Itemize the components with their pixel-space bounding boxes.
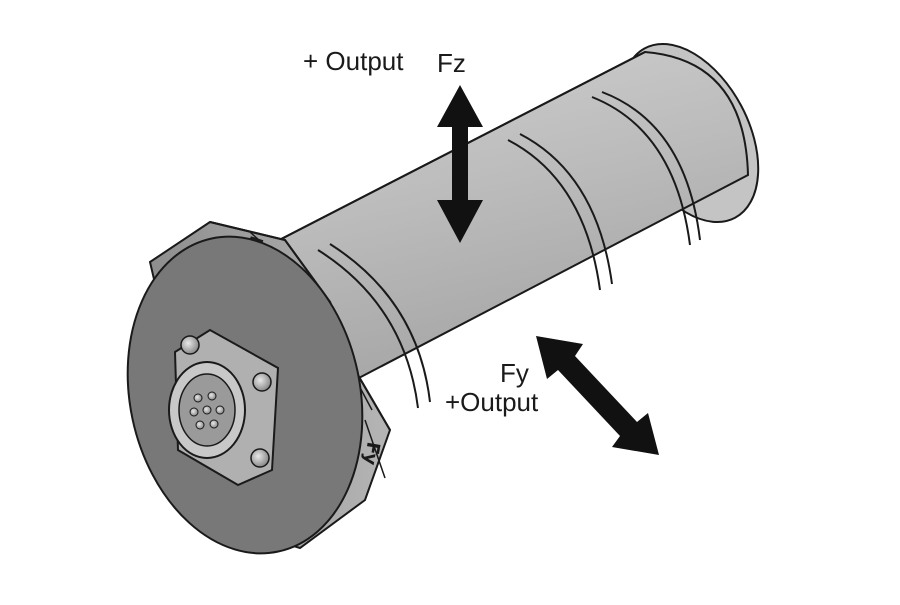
groove-1 <box>317 249 419 409</box>
fz-output-label: + Output <box>303 46 404 76</box>
groove-5 <box>591 96 691 246</box>
fy-arrow <box>536 336 659 455</box>
connector-pin <box>215 405 225 415</box>
fy-output-label: +Output <box>445 387 539 417</box>
groove-4 <box>519 133 613 285</box>
fy-label: Fy <box>500 358 529 388</box>
connector <box>168 328 280 487</box>
groove-3 <box>507 139 601 291</box>
connector-screw <box>252 372 272 392</box>
connector-pin <box>207 391 217 401</box>
flange-mark-fy: Fy <box>359 440 384 467</box>
groove-2 <box>329 243 431 403</box>
connector-pin <box>189 407 199 417</box>
connector-screw <box>180 335 200 355</box>
fz-label: Fz <box>437 48 466 78</box>
fz-arrow <box>437 85 483 243</box>
connector-screw <box>250 448 270 468</box>
connector-pin <box>195 420 205 430</box>
groove-6 <box>601 91 701 241</box>
connector-pin <box>193 393 203 403</box>
connector-pin <box>209 419 219 429</box>
cylinder-body <box>248 50 750 409</box>
connector-pin <box>202 405 212 415</box>
